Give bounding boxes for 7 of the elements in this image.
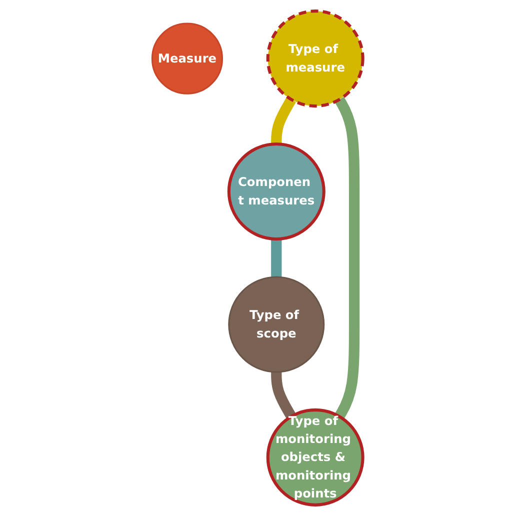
connector — [334, 96, 360, 420]
connector — [271, 370, 296, 420]
node-circle: Type of measure — [266, 10, 364, 108]
node-circle: Measure — [151, 22, 224, 94]
node-circle: Componen t measures — [227, 142, 326, 241]
node-circle: Type of scope — [228, 276, 325, 373]
node-circle: Type of monitoring objects & monitoring points — [266, 408, 364, 506]
